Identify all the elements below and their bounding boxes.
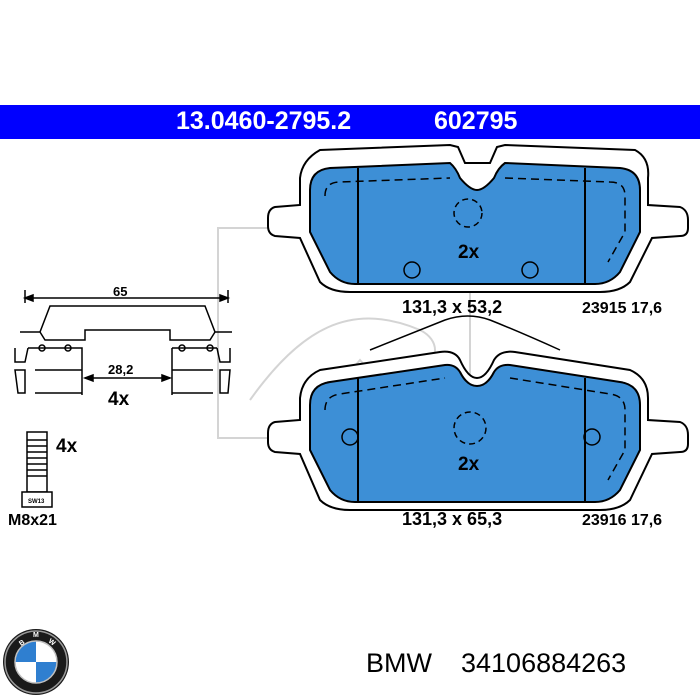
clip-arrow-right: [219, 293, 231, 303]
clip-overall-width: 65: [113, 284, 127, 299]
clip-right-tab: [172, 369, 231, 394]
clip-inner-arrow-left: [82, 373, 94, 383]
clip-count: 4x: [108, 389, 130, 410]
rear-pad-code: 23916 17,6: [582, 512, 662, 529]
front-pad-sensor-hole: [453, 198, 483, 228]
rear-pad-pin-left: [341, 428, 359, 446]
rear-pad-friction: [309, 363, 641, 503]
svg-text:B: B: [18, 639, 26, 648]
guide-bolt: [21, 431, 53, 508]
front-pad-pin-left: [403, 261, 421, 279]
rear-pad-pin-right: [583, 428, 601, 446]
rear-pad-hidden-edge: [324, 377, 626, 481]
clip-hole-1: [38, 344, 46, 352]
header-banner: [0, 105, 700, 139]
clip-hole-3: [178, 344, 186, 352]
bolt-head: [21, 491, 53, 508]
front-pad-count: 2x: [458, 242, 480, 263]
bolt-size: M8x21: [8, 512, 57, 529]
front-pad-dimensions: 131,3 x 53,2: [402, 297, 502, 317]
bolt-shank: [26, 431, 48, 493]
footer-oem-number: 34106884263: [461, 648, 627, 678]
svg-text:M: M: [33, 632, 39, 639]
rear-pad-sensor-hole: [453, 411, 487, 445]
ref-number: 602795: [434, 107, 518, 135]
rear-brake-pad: [267, 315, 689, 511]
bolt-head-marking: SW13: [28, 499, 45, 505]
clip-outline: [20, 305, 232, 341]
footer-brand: BMW: [366, 648, 432, 678]
front-pad-pin-right: [521, 261, 539, 279]
rear-pad-spring-outline: [369, 315, 561, 351]
clip-arrow-left: [22, 293, 34, 303]
front-pad-hidden-edge: [324, 177, 626, 263]
clip-body: [14, 347, 231, 395]
part-number: 13.0460-2795.2: [176, 107, 352, 135]
rear-pad-dimensions: 131,3 x 65,3: [402, 509, 502, 529]
clip-hole-4: [206, 344, 214, 352]
bmw-roundel-icon: B M W: [3, 629, 69, 695]
bolt-thread: [27, 439, 47, 477]
front-brake-pad: [267, 143, 689, 293]
clip-inner-width: 28,2: [108, 362, 133, 377]
front-pad-code: 23915 17,6: [582, 300, 662, 317]
clip-inner-arrow-right: [161, 373, 173, 383]
retaining-clip: [14, 290, 232, 395]
front-pad-friction: [309, 161, 641, 285]
bolt-count: 4x: [56, 436, 78, 457]
clip-left-tab: [14, 369, 82, 394]
rear-pad-count: 2x: [458, 454, 480, 475]
clip-hole-2: [64, 344, 72, 352]
svg-text:W: W: [47, 638, 57, 648]
